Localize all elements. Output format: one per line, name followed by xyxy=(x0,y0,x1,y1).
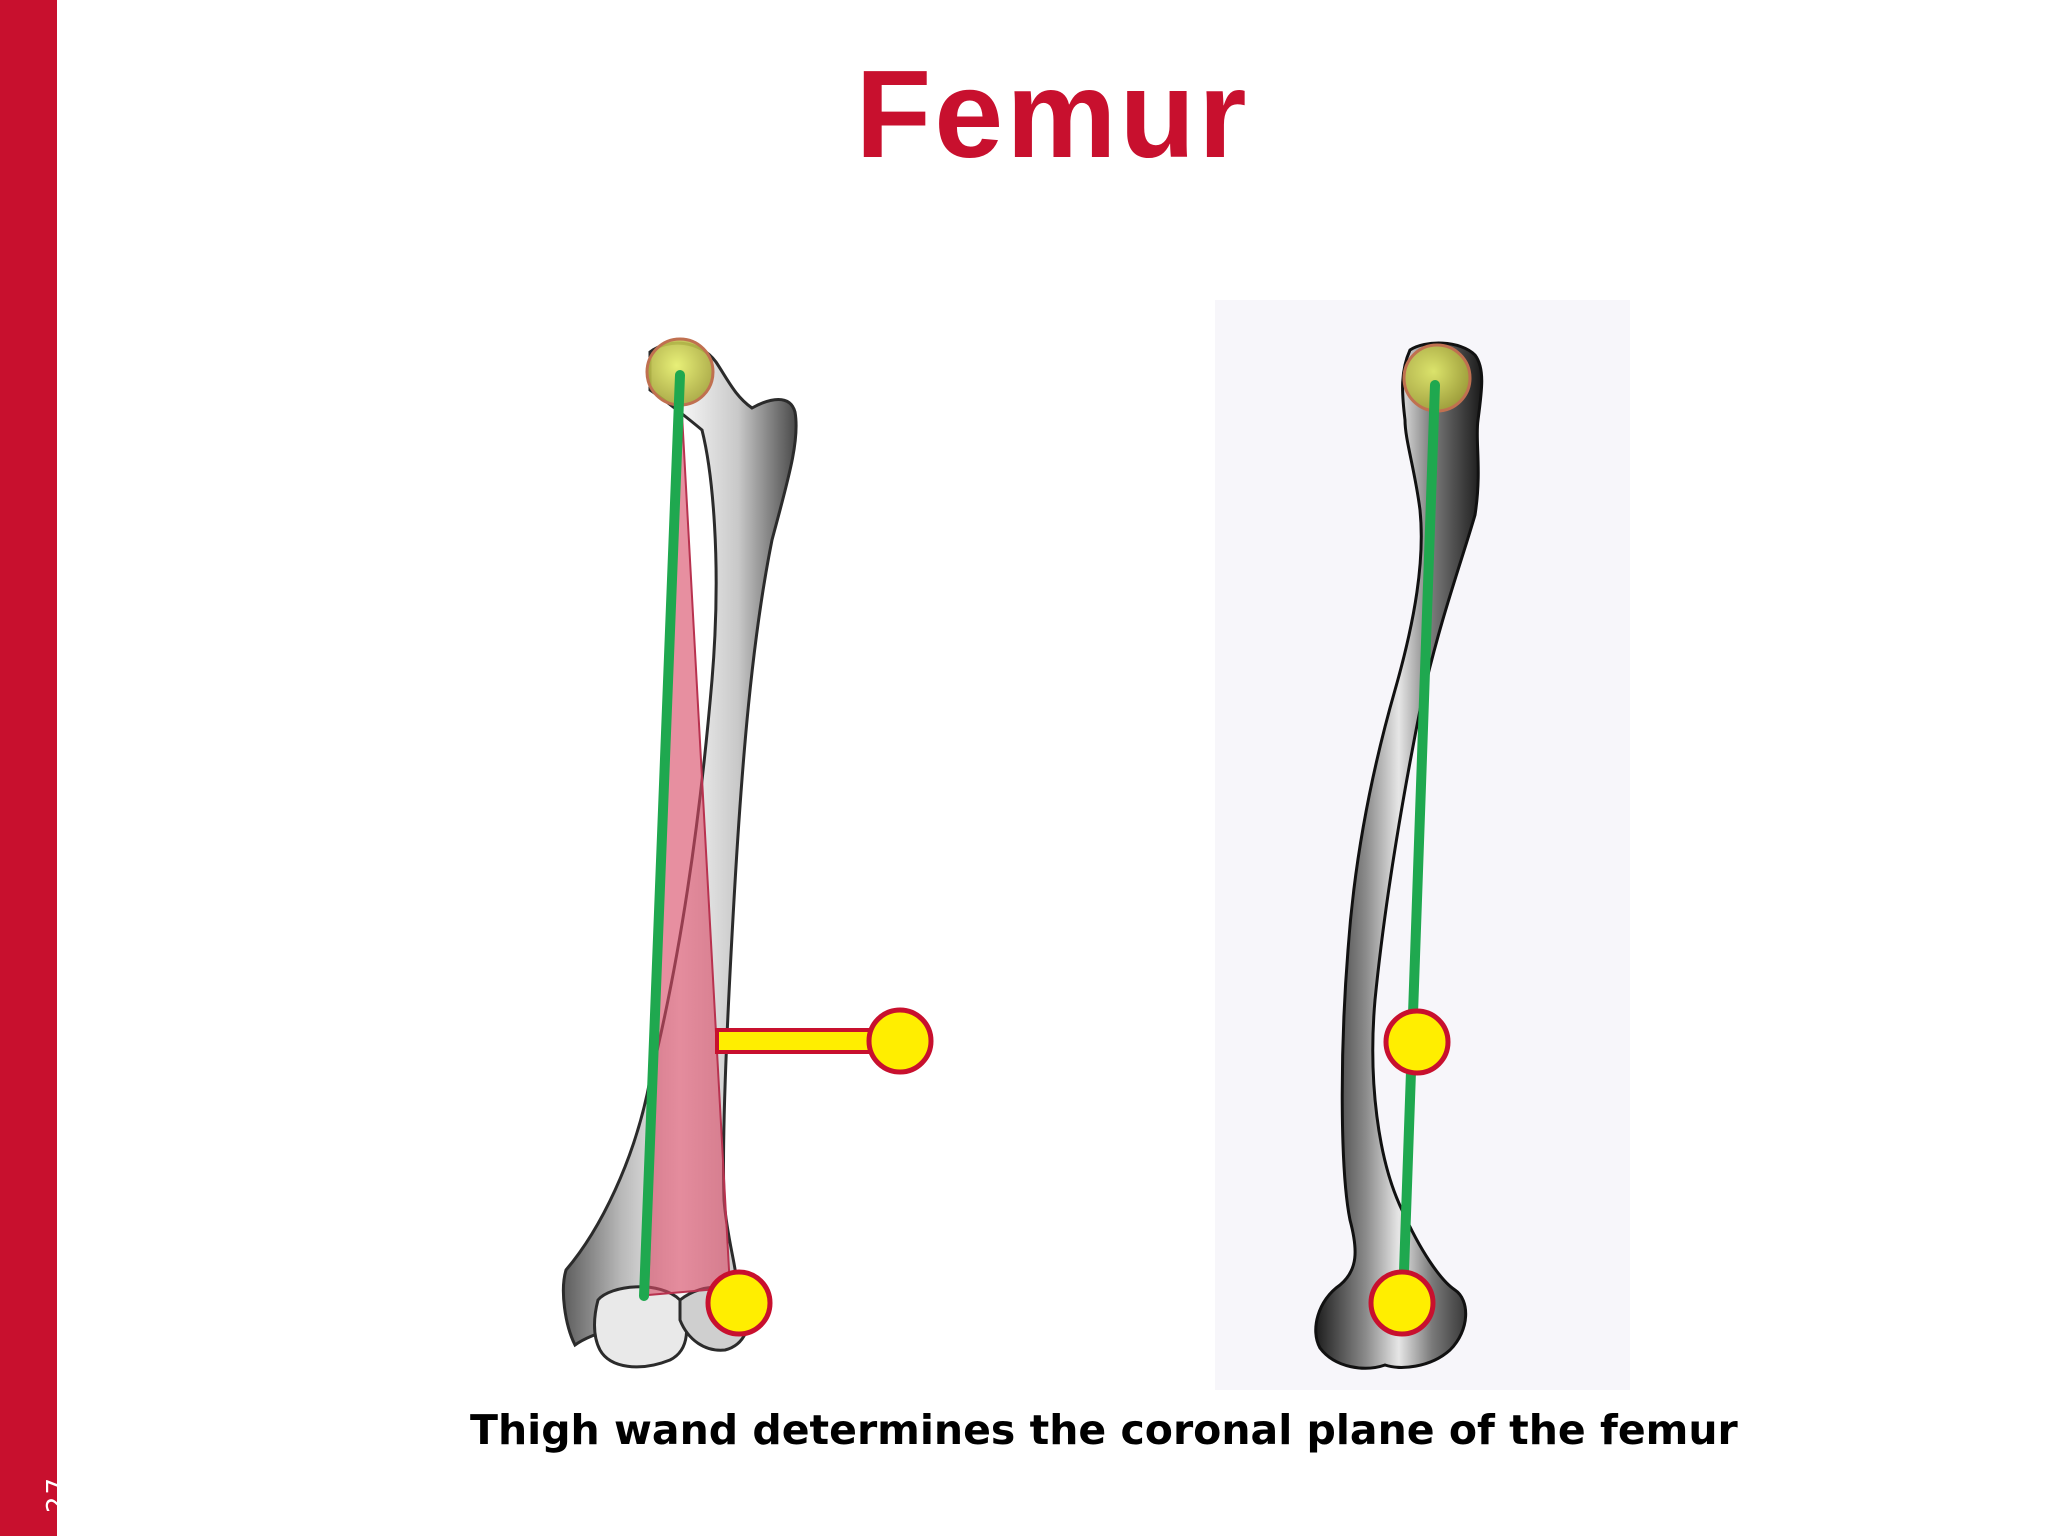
side-femur-shaft xyxy=(1314,341,1484,1370)
side-view-femur xyxy=(1314,341,1484,1370)
accent-side-bar xyxy=(0,0,57,1536)
side-knee-marker xyxy=(1368,1269,1436,1337)
slide-caption: Thigh wand determines the coronal plane … xyxy=(470,1406,1738,1454)
side-wand-marker xyxy=(1383,1008,1451,1076)
front-femur-axis-line xyxy=(639,370,685,1301)
front-view-femur xyxy=(561,337,934,1369)
front-knee-marker xyxy=(705,1269,773,1337)
thigh-wand-marker xyxy=(866,1007,934,1075)
slide-title: Femur xyxy=(855,46,1250,184)
side-femur-axis-line xyxy=(1398,380,1440,1305)
